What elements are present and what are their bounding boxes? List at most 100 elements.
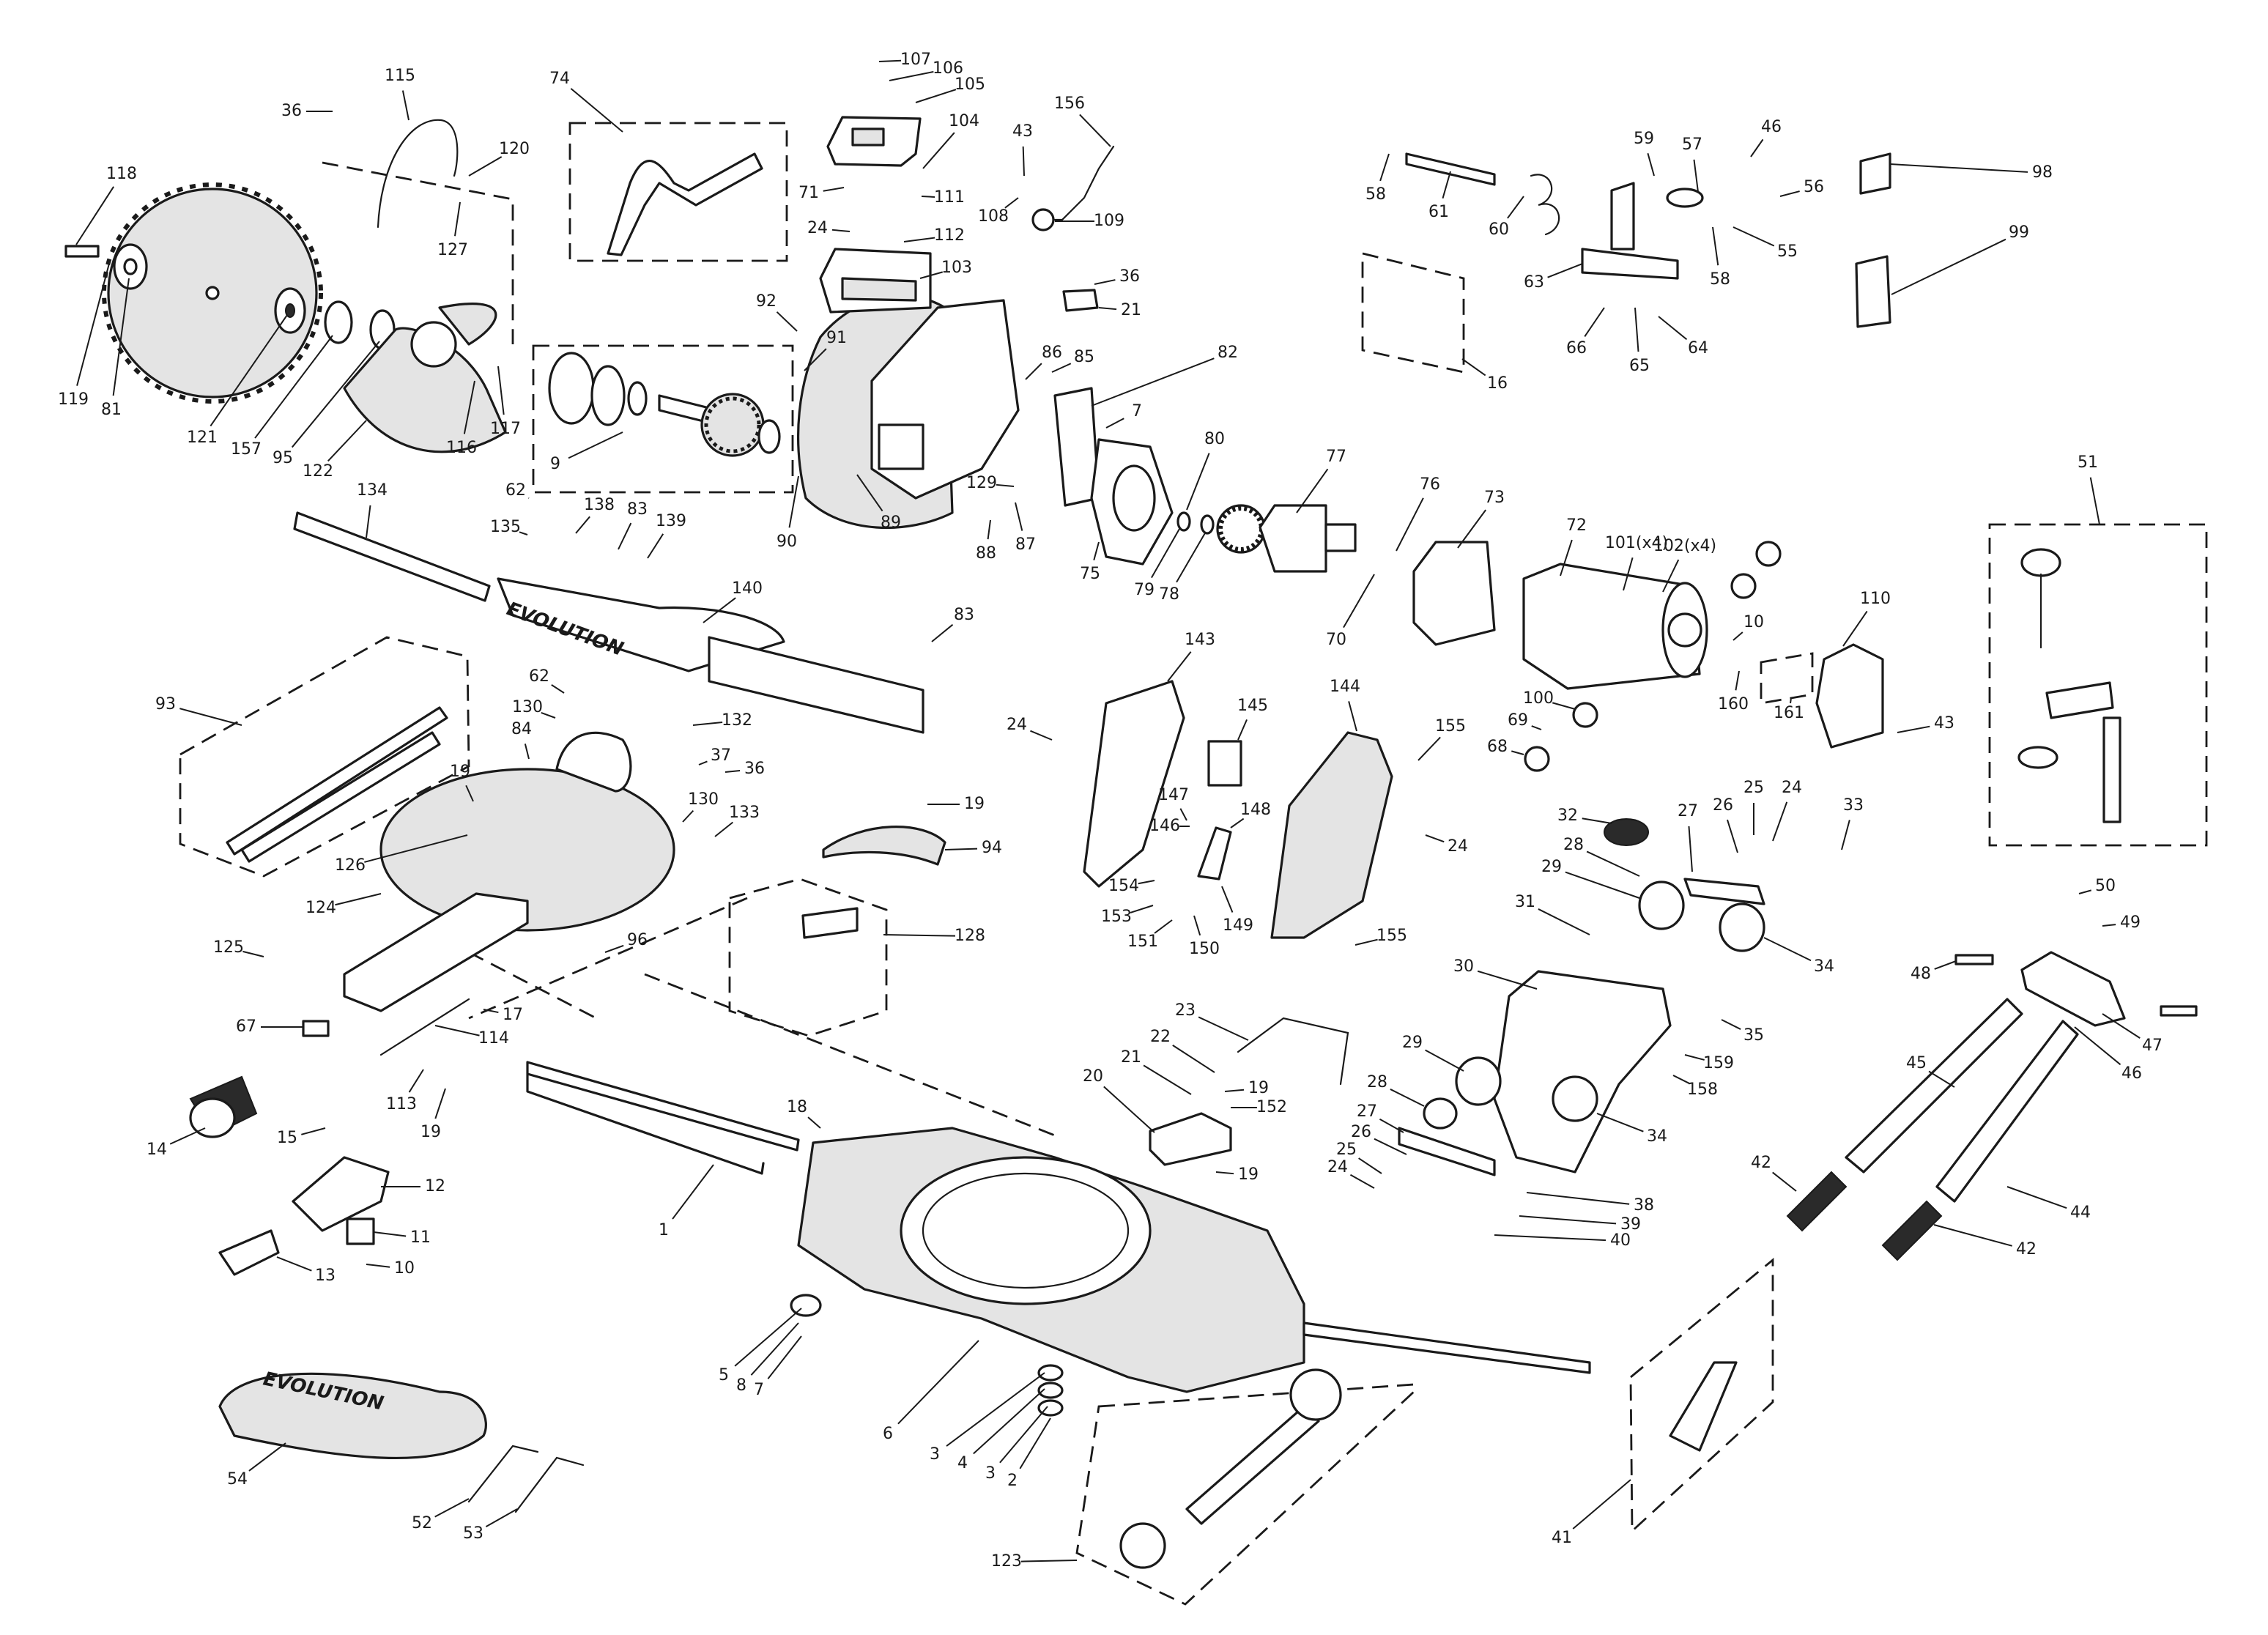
callout-leader-c75 xyxy=(1093,541,1100,560)
callout-leader-c61 xyxy=(1442,171,1451,199)
callout-label-c126: 126 xyxy=(335,856,366,875)
callout-label-c104: 104 xyxy=(949,112,979,130)
assembly-box-93 xyxy=(179,636,470,878)
callout-label-c66: 66 xyxy=(1566,339,1587,357)
callout-label-c27b: 27 xyxy=(1357,1102,1377,1121)
callout-label-c33: 33 xyxy=(1843,796,1864,815)
callout-label-c130b: 130 xyxy=(688,790,719,809)
callout-label-c19e: 19 xyxy=(1238,1165,1259,1184)
callout-label-c50: 50 xyxy=(2095,877,2116,895)
callout-label-c30: 30 xyxy=(1453,957,1474,976)
callout-leader-c110 xyxy=(1842,610,1868,647)
callout-label-c41: 41 xyxy=(1552,1529,1572,1547)
callout-leader-c154 xyxy=(1138,880,1155,885)
callout-leader-c105 xyxy=(915,89,957,103)
callout-label-c36a: 36 xyxy=(281,102,302,120)
callout-leader-c93 xyxy=(179,708,242,726)
callout-label-c20: 20 xyxy=(1083,1067,1103,1086)
callout-label-c84: 84 xyxy=(511,720,532,738)
guard-arm xyxy=(377,119,459,229)
callout-label-c122: 122 xyxy=(303,462,333,481)
callout-label-c79: 79 xyxy=(1134,581,1155,599)
callout-leader-c44 xyxy=(2006,1186,2067,1209)
callout-label-c155a: 155 xyxy=(1435,717,1466,735)
callout-label-c49: 49 xyxy=(2120,913,2141,932)
callout-leader-c15 xyxy=(301,1127,326,1135)
pivot-cover-94 xyxy=(822,826,946,866)
callout-label-c112: 112 xyxy=(934,226,965,245)
callout-leader-c55 xyxy=(1732,226,1775,247)
callout-label-c42b: 42 xyxy=(2016,1240,2037,1258)
callout-label-c34b: 34 xyxy=(1647,1127,1667,1146)
callout-leader-c66 xyxy=(1584,307,1605,338)
callout-leader-c62b xyxy=(551,684,565,694)
callout-label-c117: 117 xyxy=(490,420,521,438)
callout-label-c85: 85 xyxy=(1074,348,1094,366)
callout-label-c102: 102(x4) xyxy=(1653,537,1716,555)
callout-leader-c150 xyxy=(1193,915,1201,936)
callout-label-c116: 116 xyxy=(446,439,477,457)
callout-label-c91: 91 xyxy=(826,329,847,347)
callout-leader-c27a xyxy=(1688,826,1693,872)
callout-label-c23: 23 xyxy=(1175,1001,1196,1020)
callout-label-c16: 16 xyxy=(1487,374,1508,393)
end-plug-42a xyxy=(1786,1171,1848,1232)
callout-label-c4: 4 xyxy=(957,1454,968,1472)
callout-leader-c34b xyxy=(1596,1113,1644,1132)
callout-label-c24e: 24 xyxy=(1327,1158,1348,1176)
callout-leader-c78 xyxy=(1176,531,1207,583)
callout-label-c76: 76 xyxy=(1420,475,1440,494)
callout-label-c1: 1 xyxy=(659,1221,669,1239)
callout-leader-c126 xyxy=(364,834,468,863)
callout-label-c120: 120 xyxy=(499,140,530,158)
callout-label-c130a: 130 xyxy=(512,698,543,716)
callout-leader-c155b xyxy=(1354,938,1378,946)
callout-label-c54: 54 xyxy=(227,1470,248,1488)
callout-label-c35: 35 xyxy=(1743,1026,1764,1045)
cord-bracket xyxy=(1062,289,1099,312)
callout-leader-c50 xyxy=(2078,889,2091,894)
callout-label-c70: 70 xyxy=(1326,631,1346,649)
callout-leader-c36b xyxy=(1094,279,1116,285)
callout-label-c160: 160 xyxy=(1718,695,1749,713)
callout-label-c43b: 43 xyxy=(1934,714,1954,733)
guard-link-lever xyxy=(607,152,763,256)
handle-grip-143 xyxy=(1083,680,1185,888)
callout-label-c143: 143 xyxy=(1185,631,1215,649)
callout-label-c44: 44 xyxy=(2070,1204,2091,1222)
motor-armature xyxy=(1259,504,1327,573)
callout-leader-c96 xyxy=(604,944,624,953)
callout-leader-c117 xyxy=(497,366,505,415)
handle-assembly-51 xyxy=(2017,548,2121,823)
callout-leader-c103 xyxy=(919,271,944,279)
callout-leader-c8 xyxy=(750,1322,799,1376)
dust-bag-54 xyxy=(218,1372,487,1460)
callout-leader-c57 xyxy=(1693,159,1699,193)
callout-label-c86: 86 xyxy=(1042,344,1062,362)
callout-leader-c13 xyxy=(276,1256,312,1272)
assembly-box-9 xyxy=(532,344,794,494)
slide-bracket-63 xyxy=(1581,182,1679,280)
callout-label-c80: 80 xyxy=(1204,430,1225,448)
callout-leader-c151 xyxy=(1154,919,1173,934)
callout-label-c24a: 24 xyxy=(807,219,828,237)
callout-label-c111: 111 xyxy=(934,188,965,207)
callout-leader-c124 xyxy=(335,893,382,906)
callout-leader-c107 xyxy=(878,59,902,62)
callout-label-c24d: 24 xyxy=(1782,779,1802,797)
callout-leader-c160 xyxy=(1735,670,1740,691)
callout-leader-c32 xyxy=(1582,818,1612,824)
callout-leader-c133 xyxy=(714,821,734,837)
callout-leader-c130a xyxy=(541,711,556,719)
callout-label-c36c: 36 xyxy=(744,760,765,778)
callout-label-c51: 51 xyxy=(2078,453,2098,472)
assembly-box-blade-guard xyxy=(322,161,514,344)
callout-label-c9: 9 xyxy=(550,455,560,473)
clamp-plate-13 xyxy=(218,1229,280,1276)
callout-leader-c108 xyxy=(1004,197,1019,209)
callout-leader-c49 xyxy=(2102,924,2116,927)
callout-label-c6: 6 xyxy=(883,1425,893,1443)
fence-134 xyxy=(293,511,491,602)
callout-label-c27a: 27 xyxy=(1678,802,1698,820)
callout-leader-c28b xyxy=(1390,1089,1425,1107)
